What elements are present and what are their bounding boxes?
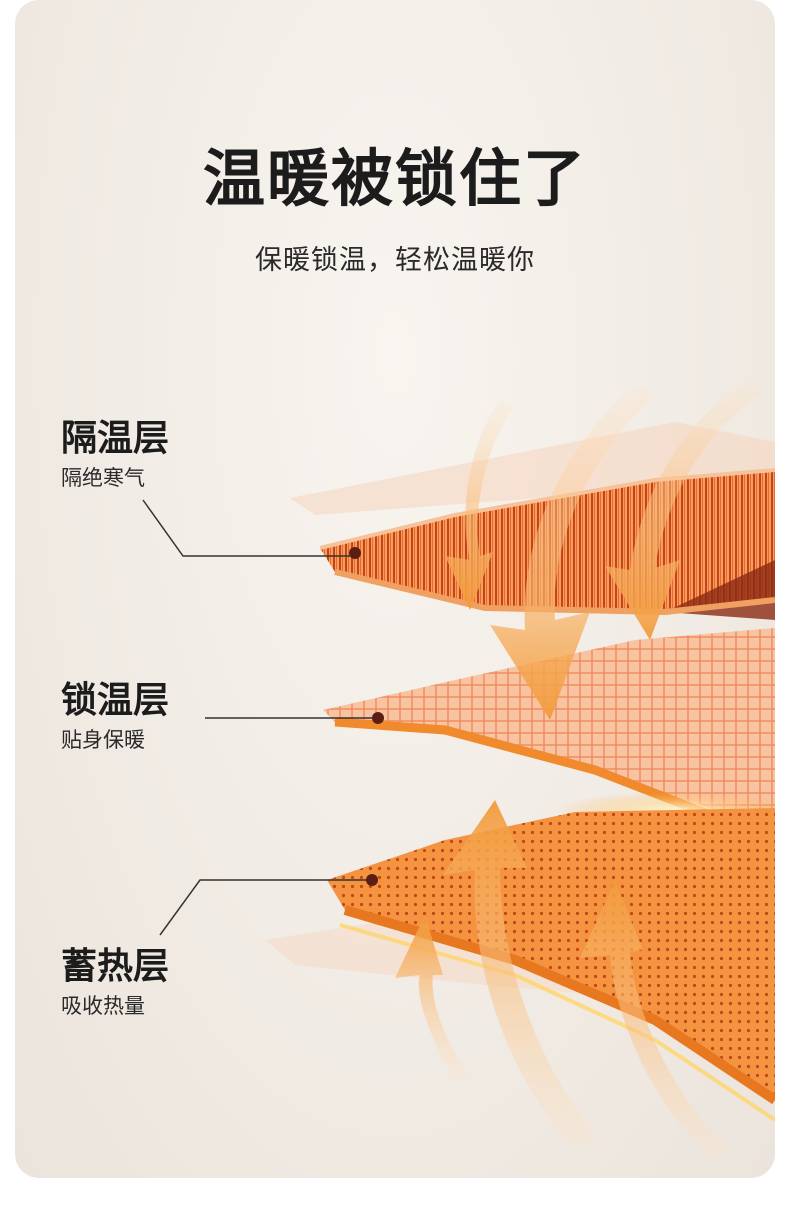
layer-name: 隔温层 [61,418,170,459]
ghost-layer-top [290,422,775,515]
insulation-pointer [142,499,361,559]
fabric-layers-illustration [142,380,775,1160]
page-title: 温暖被锁住了 [202,142,587,215]
page-subtitle: 保暖锁温，轻松温暖你 [255,245,535,276]
up-arrows [395,800,730,1160]
product-feature-card: 温暖被锁住了 保暖锁温，轻松温暖你 隔温层 隔绝寒气 锁温层 贴身保暖 蓄热层 … [15,0,775,1178]
layer-description: 贴身保暖 [61,728,145,752]
layer-label-warm-lock: 锁温层 贴身保暖 [61,680,169,754]
layer-description: 吸收热量 [61,994,145,1018]
heat-storage-pointer [159,874,378,936]
layer-name: 锁温层 [61,680,170,721]
layer-label-insulation: 隔温层 隔绝寒气 [61,418,169,492]
layer-name: 蓄热层 [61,946,170,987]
layer-description: 隔绝寒气 [61,466,145,490]
warm-lock-pointer [205,712,384,724]
layer-label-heat-storage: 蓄热层 吸收热量 [61,946,169,1020]
down-arrows [445,380,760,720]
